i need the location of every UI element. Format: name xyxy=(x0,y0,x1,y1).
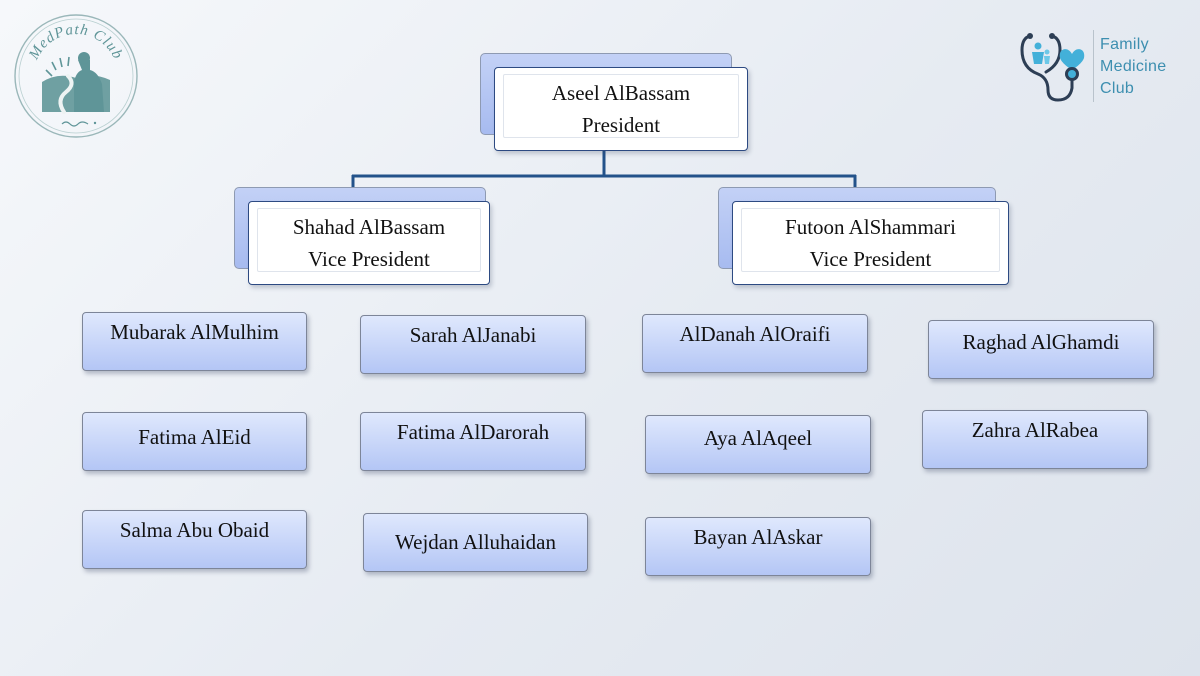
member-box: Zahra AlRabea xyxy=(922,410,1148,469)
member-name: AlDanah AlOraifi xyxy=(679,322,831,346)
vice-president-card-1: Shahad AlBassam Vice President xyxy=(248,201,490,285)
member-box: Mubarak AlMulhim xyxy=(82,312,307,371)
member-name: Wejdan Alluhaidan xyxy=(394,530,557,554)
family-medicine-club-logo: Family Medicine Club xyxy=(1018,26,1188,106)
vice-president-card-2: Futoon AlShammari Vice President xyxy=(732,201,1009,285)
vice-president-node-1: Shahad AlBassam Vice President xyxy=(234,187,490,285)
president-role: President xyxy=(581,113,661,137)
vice-president-1-role: Vice President xyxy=(308,247,430,271)
member-name: Raghad AlGhamdi xyxy=(962,330,1120,354)
member-box: Bayan AlAskar xyxy=(645,517,871,576)
logo-separator xyxy=(1093,30,1094,102)
member-name: Fatima AlDarorah xyxy=(396,420,550,444)
member-box: Wejdan Alluhaidan xyxy=(363,513,588,572)
vice-president-1-name: Shahad AlBassam xyxy=(292,215,446,239)
stethoscope-heart-icon xyxy=(1020,33,1085,102)
member-box: AlDanah AlOraifi xyxy=(642,314,868,373)
wordmark-line-3: Club xyxy=(1100,80,1135,97)
member-name: Mubarak AlMulhim xyxy=(110,320,279,344)
wordmark-line-2: Medicine xyxy=(1100,58,1167,75)
president-node: Aseel AlBassam President xyxy=(480,53,748,151)
member-box: Sarah AlJanabi xyxy=(360,315,586,374)
medpath-club-logo: MedPath Club xyxy=(12,12,140,140)
member-box: Fatima AlEid xyxy=(82,412,307,471)
family-medicine-club-wordmark: Family Medicine Club xyxy=(1100,34,1166,100)
member-box: Aya AlAqeel xyxy=(645,415,871,474)
member-name: Zahra AlRabea xyxy=(971,418,1099,442)
member-name: Sarah AlJanabi xyxy=(409,323,537,347)
medpath-emblem-icon: MedPath Club xyxy=(14,14,138,138)
member-name: Bayan AlAskar xyxy=(693,525,823,549)
president-card: Aseel AlBassam President xyxy=(494,67,748,151)
member-name: Salma Abu Obaid xyxy=(119,518,270,542)
member-box: Fatima AlDarorah xyxy=(360,412,586,471)
president-name: Aseel AlBassam xyxy=(551,81,691,105)
member-box: Salma Abu Obaid xyxy=(82,510,307,569)
member-box: Raghad AlGhamdi xyxy=(928,320,1154,379)
vice-president-node-2: Futoon AlShammari Vice President xyxy=(718,187,1009,285)
member-name: Fatima AlEid xyxy=(138,425,251,449)
vice-president-2-name: Futoon AlShammari xyxy=(785,215,956,239)
wordmark-line-1: Family xyxy=(1100,36,1149,53)
vice-president-2-role: Vice President xyxy=(809,247,932,271)
member-name: Aya AlAqeel xyxy=(703,426,813,450)
